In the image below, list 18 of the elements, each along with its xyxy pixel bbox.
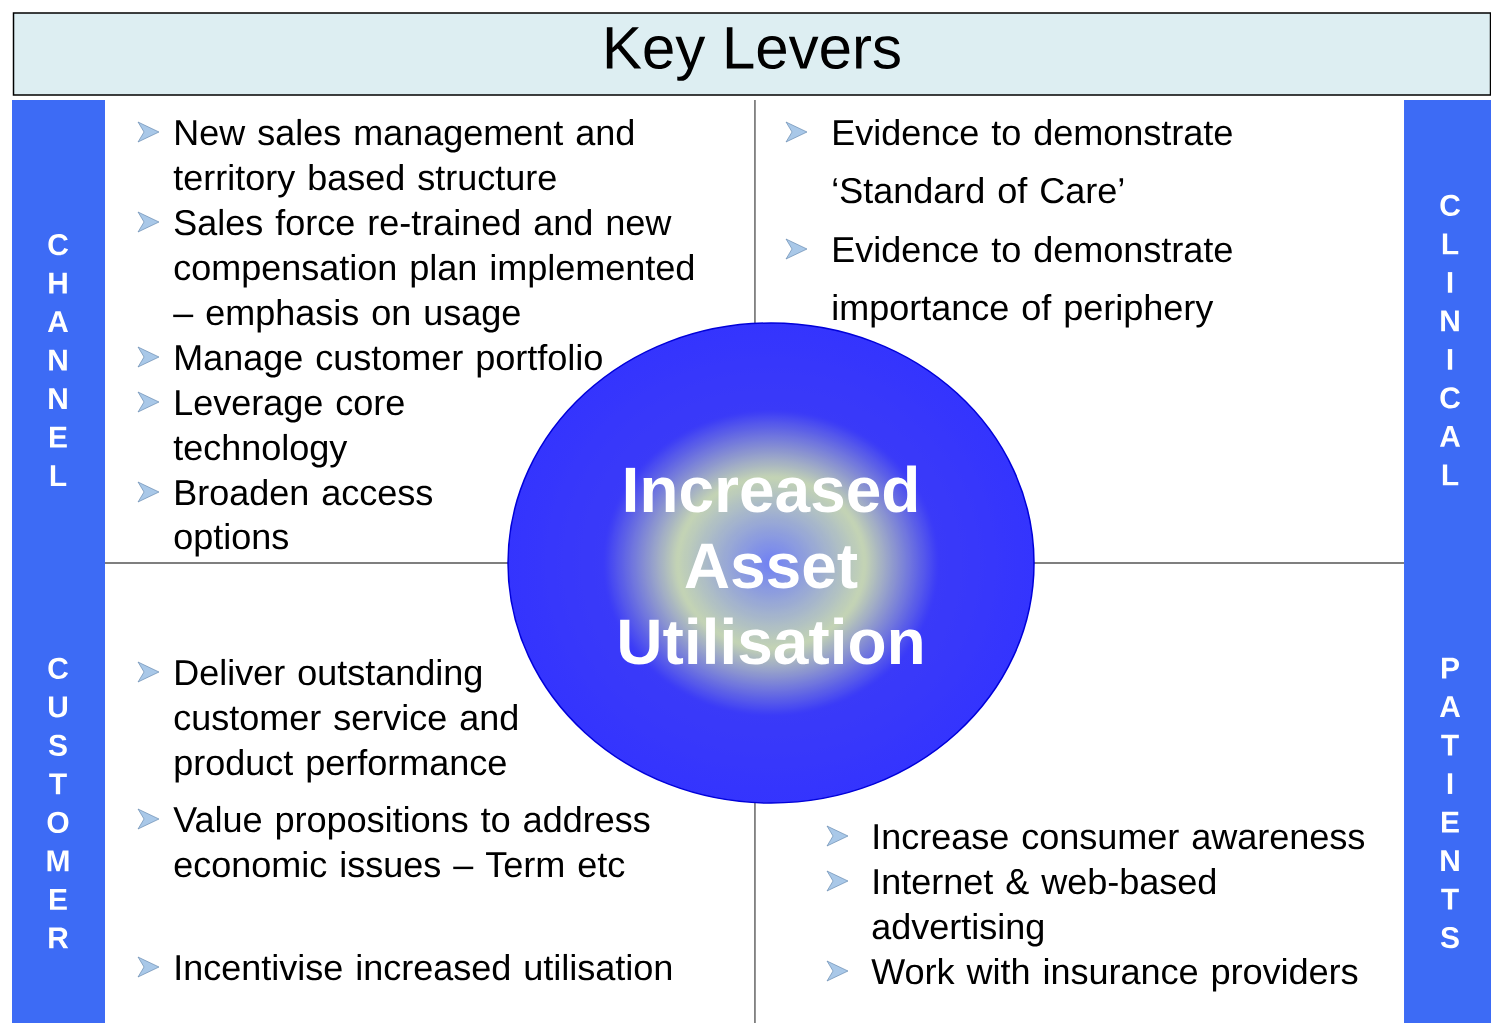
bullet-text: Broaden access options — [174, 478, 432, 557]
side-band: CHANNEL — [12, 100, 105, 563]
bullet-text: Leverage core technology — [173, 390, 404, 468]
bullet-text: Evidence to demonstrate ‘Standard of Care’ — [833, 118, 1232, 204]
side-band: CLINICAL — [1404, 100, 1491, 563]
bullet-text: Work with insurance providers — [871, 957, 1358, 992]
title-band: Key Levers — [12, 12, 1491, 96]
bullet-text: Incentivise increased utilisation — [176, 953, 671, 981]
bullet-text: Increase consumer awareness — [874, 824, 1365, 850]
bullet-text: Internet & web-based advertising — [872, 867, 1215, 947]
side-band: CUSTOMER — [12, 563, 105, 1023]
node-label: PATIENTS — [1439, 657, 1461, 949]
bullet-text: Value propositions to address economic issues – Term etc — [173, 805, 650, 878]
node-label: CLINICAL — [1439, 194, 1461, 486]
node-label: CHANNEL — [47, 234, 69, 486]
side-band: PATIENTS — [1404, 563, 1491, 1023]
bullet-text: New sales management and territory based structure — [173, 118, 633, 198]
node-label: CUSTOMER — [47, 657, 69, 949]
